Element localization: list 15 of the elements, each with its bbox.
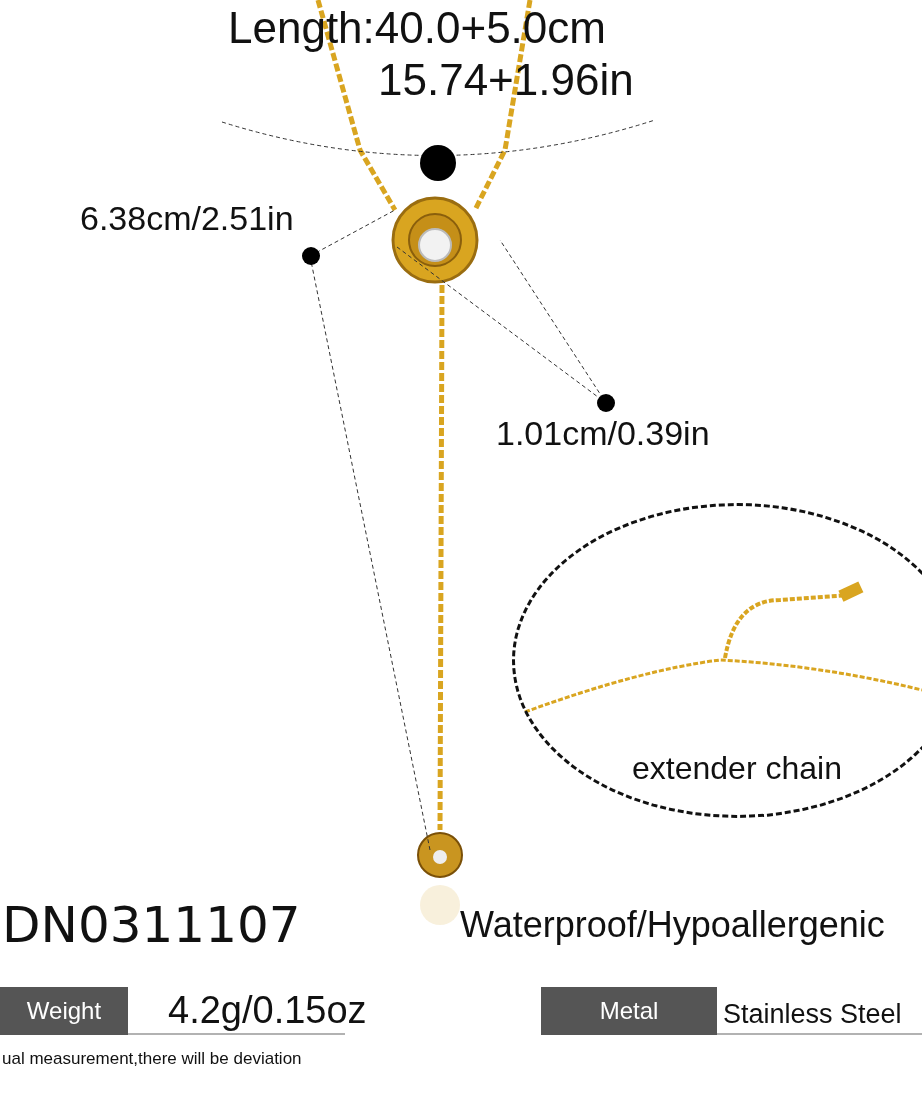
spec-value: 4.2g/0.15oz [168,990,367,1032]
callout-text: extender chain [632,750,842,787]
spec-label [0,987,128,1035]
spec-label [541,987,717,1035]
product-code: DN0311107 [2,898,301,953]
dimension-label: Length:40.0+5.0cm [228,4,606,53]
spec-name: Weight [26,997,102,1025]
dimension-label: 6.38cm/2.51in [80,200,294,238]
dimension-label: 15.74+1.96in [378,56,634,105]
spec-name: Metal [599,997,659,1025]
spec-value: Stainless Steel [723,1000,902,1030]
extender-chain-callout [512,503,922,818]
dimension-label: 1.01cm/0.39in [496,415,710,453]
feature-text: Waterproof/Hypoallergenic [460,905,885,945]
disclaimer-note: ual measurement,there will be deviation [2,1050,302,1069]
